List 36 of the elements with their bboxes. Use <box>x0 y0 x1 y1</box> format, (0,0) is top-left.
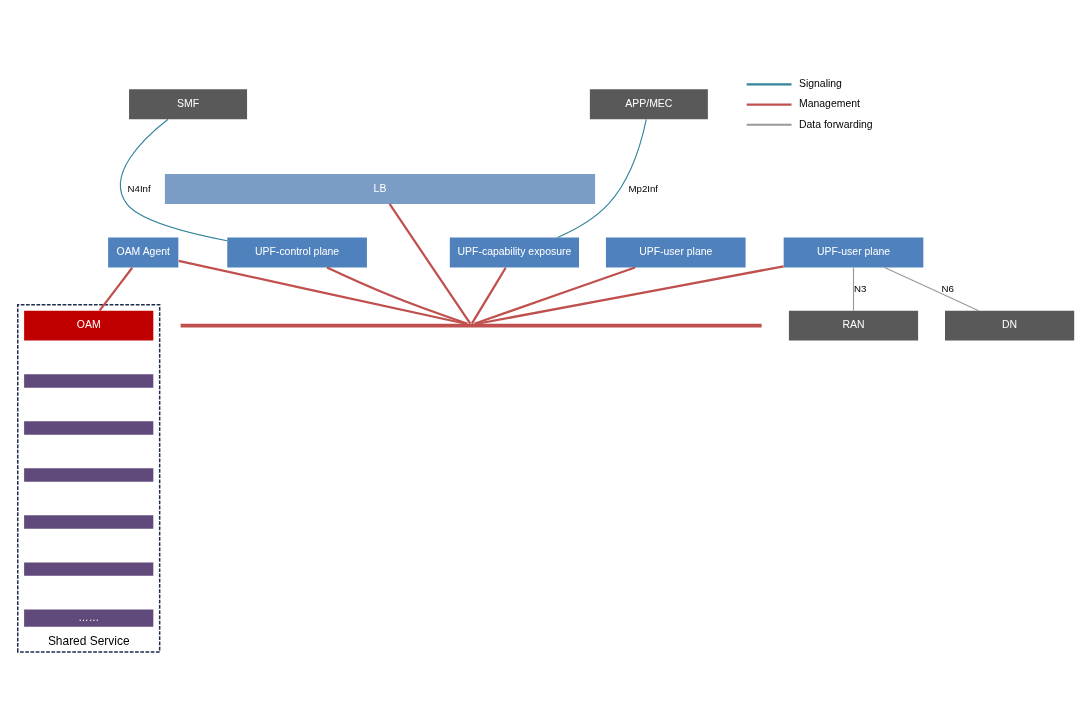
connector <box>852 267 855 312</box>
edge-label: N6 <box>941 282 954 294</box>
node-box: LB <box>164 174 596 204</box>
connector <box>388 203 472 325</box>
connector <box>474 266 636 325</box>
connector <box>883 266 980 312</box>
connector <box>120 118 228 242</box>
edge-label: Mp2Inf <box>628 182 659 194</box>
node-box: UPF-control plane <box>227 237 367 268</box>
node-box: UPF-capability exposure <box>449 237 580 268</box>
connector <box>557 118 647 239</box>
connector <box>326 266 468 325</box>
legend-label: Management <box>798 98 860 110</box>
edge-label: N3 <box>854 282 867 294</box>
edge-label: N4Inf <box>127 182 151 194</box>
connector <box>477 265 784 325</box>
node-box: …… <box>24 609 154 627</box>
node-box: SMF <box>129 89 248 120</box>
node-box: UPF-user plane <box>605 237 746 268</box>
legend-label: Signaling <box>798 78 842 90</box>
node-bar <box>180 323 762 328</box>
connector <box>470 267 507 325</box>
node-box: DN <box>945 310 1075 341</box>
node-box: APP/MEC <box>589 89 708 120</box>
connector <box>98 267 134 312</box>
node-box: RAN <box>788 310 919 341</box>
node-bar <box>24 421 154 435</box>
legend-label: Data forwarding <box>798 118 873 130</box>
node-box: UPF-user plane <box>783 237 924 268</box>
node-bar <box>24 515 154 529</box>
connector <box>178 259 467 325</box>
node-bar <box>24 468 154 482</box>
node-box: OAM Agent <box>108 237 179 268</box>
node-bar <box>24 374 154 388</box>
node-bar <box>24 562 154 576</box>
node-box: OAM <box>24 310 154 341</box>
